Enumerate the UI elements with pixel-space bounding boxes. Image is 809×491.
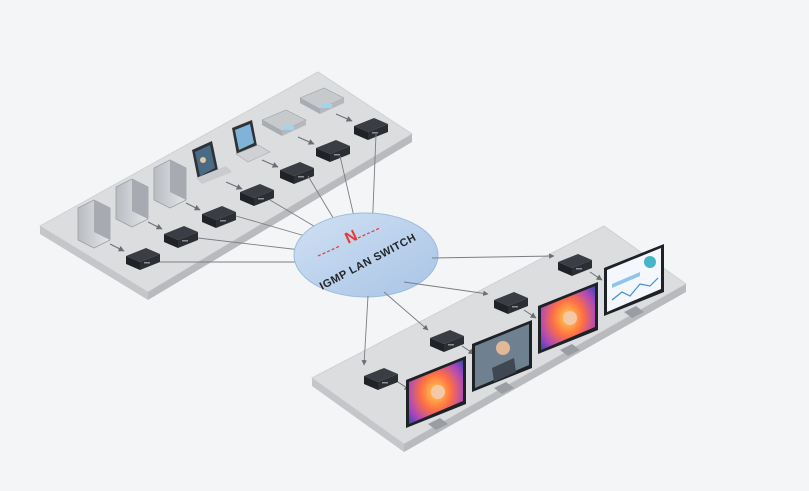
encoder-box (126, 248, 160, 270)
igmp-lan-switch: N IGMP LAN SWITCH (293, 212, 439, 298)
switch-to-decoder-arrows (361, 253, 555, 366)
encoder-box (354, 118, 388, 140)
display-monitor (406, 356, 466, 430)
decoder-group (364, 254, 592, 390)
display-monitor (538, 282, 598, 356)
encoder-box (316, 140, 350, 162)
decoder-box (364, 368, 398, 390)
source-arrows (109, 113, 353, 252)
switch-logo-dash-right (357, 227, 381, 239)
encoder-group (126, 118, 388, 270)
decoder-box (494, 292, 528, 314)
bluray-player-icon (261, 109, 307, 136)
tower-server-icon (115, 178, 149, 228)
encoder-box (164, 226, 198, 248)
decoder-box (430, 330, 464, 352)
laptop-icon (232, 120, 271, 163)
encoder-box (202, 206, 236, 228)
encoder-box (280, 162, 314, 184)
bluray-player-icon (299, 87, 345, 114)
switch-logo-dash-left (317, 245, 341, 257)
tablet-video-call-icon (192, 141, 232, 184)
display-monitor (472, 320, 532, 394)
display-monitor (604, 244, 664, 318)
tower-server-icon (77, 199, 111, 249)
tower-server-icon (153, 159, 187, 209)
encoder-box (240, 184, 274, 206)
decoder-box (558, 254, 592, 276)
